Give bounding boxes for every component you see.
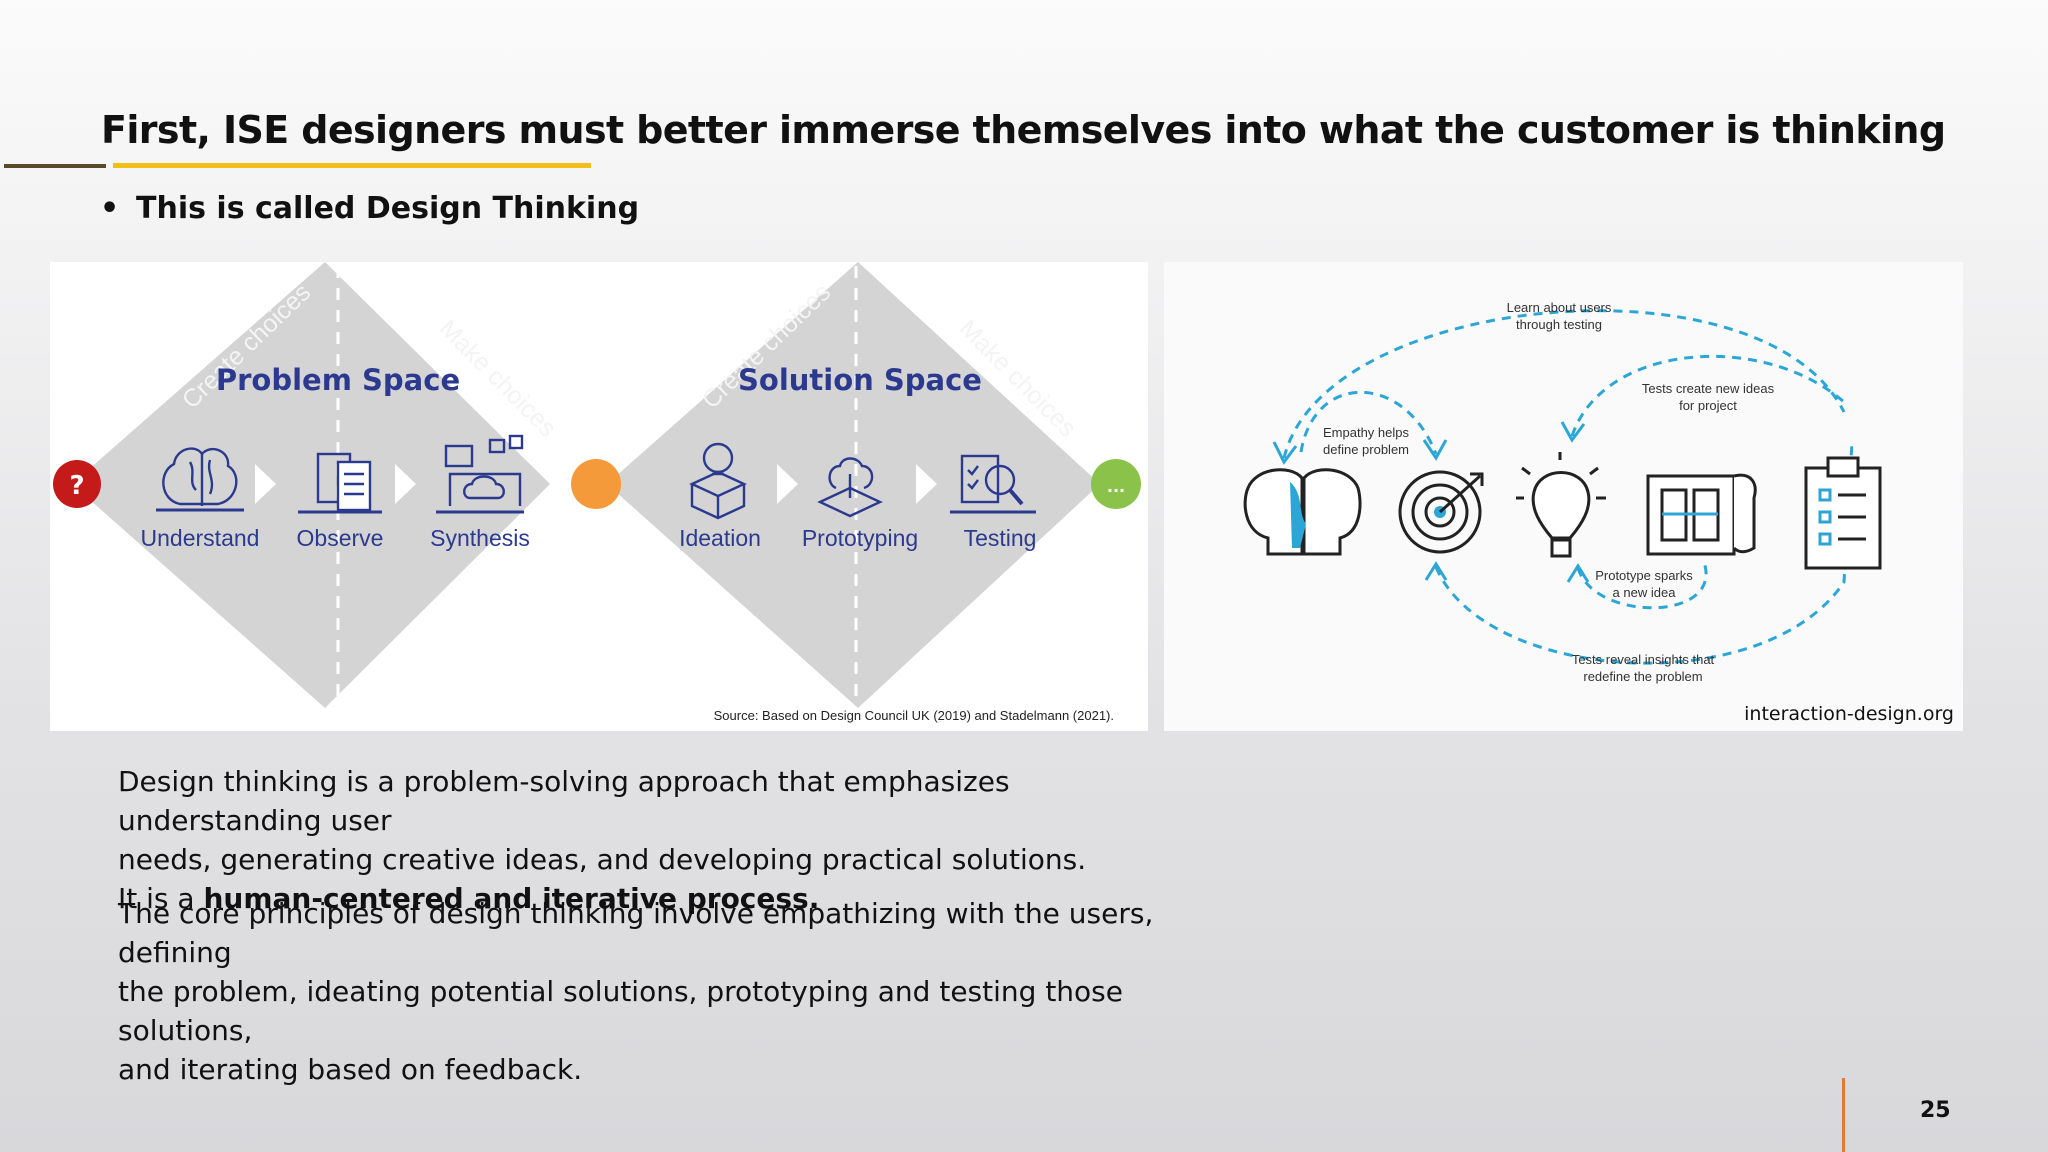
paragraph-principles: The core principles of design thinking i… — [118, 894, 1218, 1089]
end-ellipsis-marker — [1091, 459, 1141, 509]
solution-space-title: Solution Space — [738, 363, 982, 397]
start-question-symbol: ? — [69, 471, 84, 501]
testing-magnifier-icon — [950, 454, 1036, 514]
slide-title: First, ISE designers must better immerse… — [101, 108, 1946, 152]
image-credit: interaction-design.org — [1744, 703, 1954, 725]
ideation-lightbulb-icon — [689, 442, 747, 520]
step-synthesis: Synthesis — [430, 525, 530, 551]
step-observe: Observe — [297, 525, 384, 551]
label-prototype-line1: Prototype sparks — [1595, 568, 1693, 583]
iteration-cycle-graphic: Learn about users through testing Tests … — [1243, 300, 1882, 684]
bullet-text: This is called Design Thinking — [136, 191, 640, 226]
label-prototype-line2: a new idea — [1613, 585, 1677, 600]
label-learn-line2: through testing — [1516, 317, 1602, 332]
paragraph-definition-line1: Design thinking is a problem-solving app… — [118, 765, 1010, 837]
test-clipboard-icon — [1804, 456, 1882, 570]
label-learn-line1: Learn about users — [1507, 300, 1612, 315]
label-tests-ideas-line2: for project — [1679, 398, 1737, 413]
bullet-point: • This is called Design Thinking — [100, 191, 639, 226]
prototype-blueprint-icon — [1646, 473, 1757, 556]
label-reveal-line2: redefine the problem — [1583, 669, 1702, 684]
prototyping-brain-icon — [817, 457, 883, 518]
synthesis-cloud-icon — [436, 434, 524, 514]
definition-prefix: It is a — [118, 882, 204, 915]
label-tests-ideas-line1: Tests create new ideas — [1642, 381, 1775, 396]
paragraph-definition-line2: needs, generating creative ideas, and de… — [118, 843, 1087, 876]
paragraph-principles-line2: the problem, ideating potential solution… — [118, 975, 1123, 1047]
paragraph-principles-line1: The core principles of design thinking i… — [118, 897, 1154, 969]
empathy-heads-icon — [1243, 468, 1362, 556]
end-ellipsis-symbol: ... — [1107, 477, 1125, 496]
midpoint-marker — [571, 459, 621, 509]
step-testing: Testing — [964, 525, 1037, 551]
cycle-arrows — [1282, 309, 1854, 665]
ideate-lightbulb-icon — [1516, 452, 1606, 558]
page-number: 25 — [1920, 1098, 1951, 1123]
diagram-source-note: Source: Based on Design Council UK (2019… — [714, 708, 1114, 723]
define-target-icon — [1398, 470, 1484, 554]
paragraph-definition: Design thinking is a problem-solving app… — [118, 762, 1218, 918]
double-diamond-graphic: Create choices Make choices Create choic… — [53, 262, 1141, 723]
label-reveal-line1: Tests reveal insights that — [1572, 652, 1715, 667]
title-rule-accent — [113, 163, 591, 168]
iteration-cycle-image: Learn about users through testing Tests … — [1164, 262, 1963, 731]
step-ideation: Ideation — [679, 525, 761, 551]
label-empathy-line2: define problem — [1323, 442, 1409, 457]
paragraph-definition-line3: It is a human-centered and iterative pro… — [118, 879, 1218, 918]
observe-document-icon — [298, 452, 382, 514]
title-rule-dark — [4, 164, 106, 168]
definition-emphasis: human-centered and iterative process. — [203, 882, 820, 915]
paragraph-principles-line3: and iterating based on feedback. — [118, 1053, 583, 1086]
footer-accent-line — [1842, 1078, 1845, 1152]
solution-diamond — [607, 262, 1100, 708]
step-understand: Understand — [141, 525, 260, 551]
label-empathy-line1: Empathy helps — [1323, 425, 1409, 440]
problem-space-title: Problem Space — [216, 363, 460, 397]
start-question-marker — [53, 460, 101, 508]
step-prototyping: Prototyping — [802, 525, 918, 551]
arrow-heads — [1272, 421, 1590, 583]
brain-icon — [156, 447, 244, 512]
bullet-marker: • — [100, 191, 120, 226]
double-diamond-image: Create choices Make choices Create choic… — [50, 262, 1148, 731]
problem-diamond — [72, 262, 550, 708]
